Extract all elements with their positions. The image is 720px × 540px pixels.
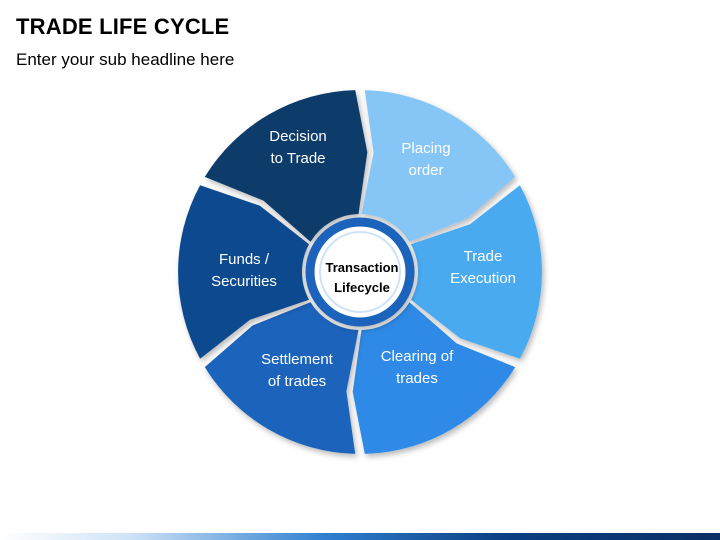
- cycle-segment-4: Clearing of trades: [352, 302, 516, 454]
- cycle-segment-label-line2: order: [408, 162, 443, 179]
- cycle-segment-label-line2: Securities: [211, 273, 277, 290]
- cycle-segment-label-line1: Clearing of: [381, 348, 454, 365]
- hub-label-line2: Lifecycle: [334, 280, 390, 295]
- page-title: TRADE LIFE CYCLE: [16, 14, 230, 39]
- cycle-segment-shape: [204, 90, 368, 242]
- hub-inner-ring: [319, 231, 401, 313]
- cycle-segment-label-line2: to Trade: [270, 150, 325, 167]
- hub-outer-ring: [305, 217, 415, 327]
- cycle-segment-label-line2: of trades: [268, 373, 326, 390]
- page-subtitle: Enter your sub headline here: [16, 50, 235, 69]
- footer-gradient-bar: [0, 533, 720, 540]
- cycle-segment-label-line1: Settlement: [261, 351, 334, 368]
- cycle-segment-shape: [352, 302, 516, 454]
- cycle-segment-label-line1: Trade: [464, 248, 503, 265]
- cycle-segment-5: Settlement of trades: [204, 302, 359, 454]
- hub-label-line1: Transaction: [326, 260, 399, 275]
- cycle-segment-label-line1: Decision: [269, 128, 327, 145]
- cycle-segment-shape: [411, 185, 542, 359]
- cycle-segment-2: Placing order: [361, 90, 516, 242]
- cycle-segment-label-line1: Funds /: [219, 251, 270, 268]
- cycle-segment-6: Funds / Securities: [178, 185, 309, 359]
- cycle-segment-label-line2: Execution: [450, 270, 516, 287]
- cycle-segment-label-line2: trades: [396, 370, 438, 387]
- cycle-segment-shape: [204, 302, 359, 454]
- cycle-segment-shape: [361, 90, 516, 242]
- cycle-segment-1: Decision to Trade: [204, 90, 368, 242]
- cycle-segment-shape: [178, 185, 309, 359]
- cycle-segment-label-line1: Placing: [401, 140, 450, 157]
